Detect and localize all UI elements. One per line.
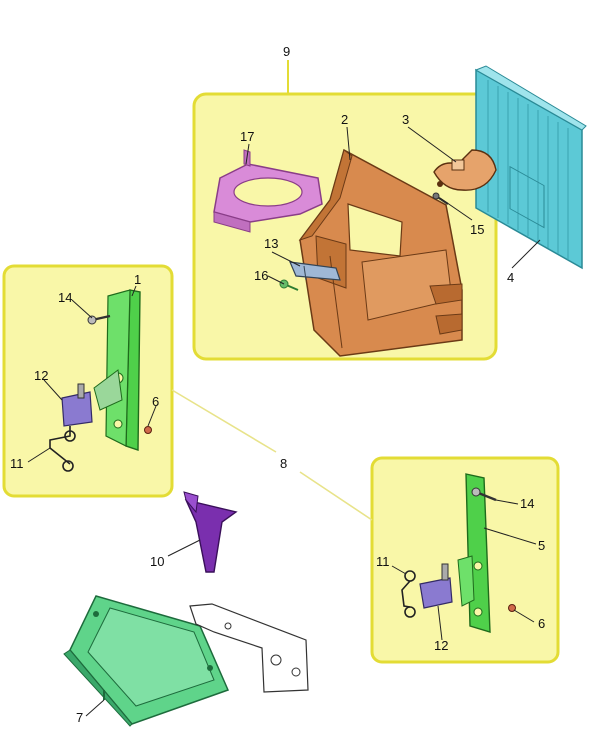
label-17: 17 — [240, 129, 254, 144]
label-12-right: 12 — [434, 638, 448, 653]
label-7: 7 — [76, 710, 83, 725]
outline-bracket — [189, 603, 309, 693]
spring-part-11-right — [401, 570, 416, 618]
clamp-part-3 — [433, 149, 497, 191]
label-4: 4 — [507, 270, 514, 285]
plate-part-5 — [457, 473, 491, 633]
label-5: 5 — [538, 538, 545, 553]
leader-8 — [171, 389, 373, 521]
label-11-left: 11 — [10, 456, 24, 471]
nut-part-6-right — [508, 604, 516, 612]
leader-lines — [27, 126, 541, 717]
label-11-right: 11 — [376, 554, 390, 569]
label-8: 8 — [280, 456, 287, 471]
label-3: 3 — [402, 112, 409, 127]
plate-part-1 — [93, 289, 141, 451]
nut-part-6-left — [144, 426, 152, 434]
latch-part-12-right — [419, 563, 453, 609]
duct-part-2 — [298, 148, 463, 357]
label-6-left: 6 — [152, 394, 159, 409]
label-9: 9 — [283, 44, 290, 59]
tray-part-7 — [63, 595, 230, 727]
label-1: 1 — [134, 272, 141, 287]
spring-part-11-left — [49, 426, 76, 472]
label-13: 13 — [264, 236, 278, 251]
label-15: 15 — [470, 222, 484, 237]
label-2: 2 — [341, 112, 348, 127]
label-16: 16 — [254, 268, 268, 283]
label-14-right: 14 — [520, 496, 534, 511]
label-12-left: 12 — [34, 368, 48, 383]
screw-part-16 — [279, 279, 299, 291]
gasket-part-17 — [213, 149, 323, 233]
label-14-left: 14 — [58, 290, 72, 305]
bolt-part-14-left — [87, 314, 111, 325]
label-10: 10 — [150, 554, 164, 569]
cup-part-10 — [183, 491, 238, 573]
label-6-right: 6 — [538, 616, 545, 631]
bolt-part-14-right — [471, 487, 497, 502]
latch-part-12-left — [61, 383, 93, 427]
bracket-part-13 — [289, 261, 341, 281]
